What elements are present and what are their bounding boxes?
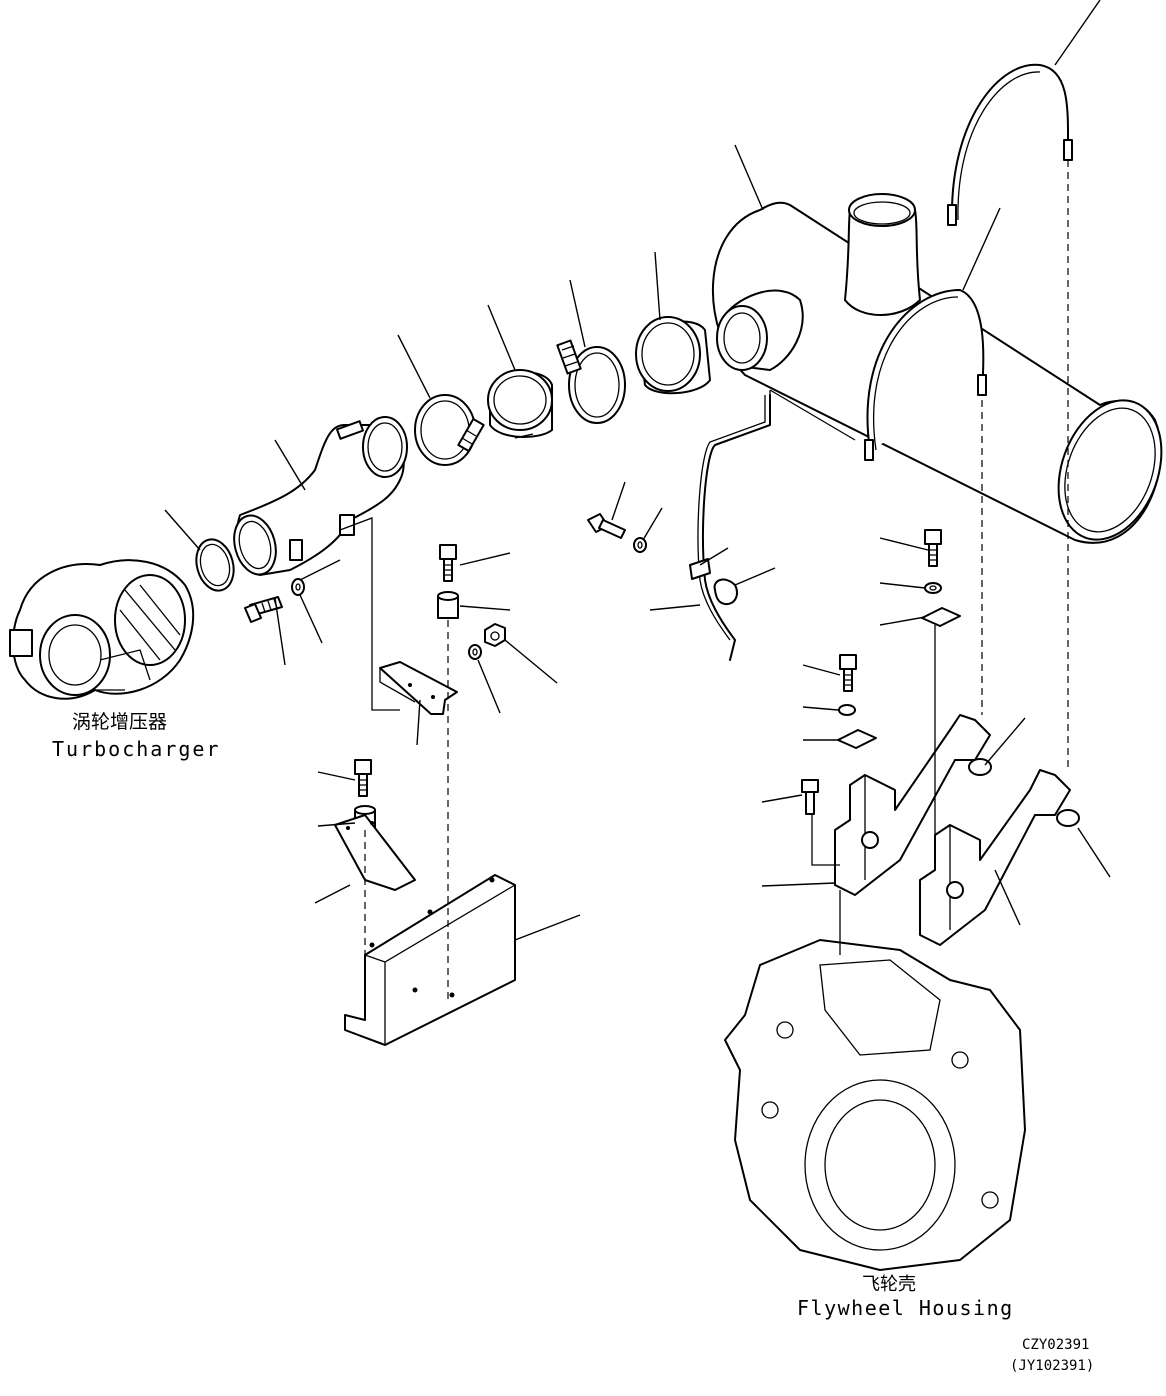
bolt: [244, 596, 283, 623]
spacer-collar: [437, 591, 459, 619]
turbocharger-label-zh: 涡轮增压器: [72, 711, 167, 733]
turbocharger-label-en: Turbocharger: [52, 737, 221, 761]
clip-bracket: [837, 729, 877, 749]
flange-nut: [968, 758, 992, 776]
leader-lines: [164, 0, 1111, 941]
washer: [291, 578, 305, 596]
drawing-code: CZY02391: [1022, 1337, 1089, 1353]
pipe-clip: [689, 558, 711, 580]
pipe-clamp: [414, 394, 485, 466]
flywheel-housing: [724, 939, 1026, 1271]
muffler-mount-bracket: [919, 769, 1071, 946]
drawing-reference: (JY102391): [1010, 1358, 1094, 1374]
flywheel-housing-label-zh: 飞轮壳: [862, 1274, 916, 1295]
rubber-bushing: [713, 578, 738, 606]
nut: [484, 623, 506, 647]
washer: [633, 537, 647, 553]
washer: [468, 644, 482, 660]
bolt: [801, 779, 819, 815]
bolt: [587, 513, 626, 539]
exhaust-elbow-pipe: [233, 416, 408, 576]
assembly-lines: [299, 160, 1069, 1010]
washer: [924, 582, 942, 594]
turbocharger: [9, 559, 195, 700]
clip-bracket: [921, 607, 961, 627]
mounting-plate: [379, 661, 458, 715]
heat-shield: [334, 814, 416, 891]
support-bracket: [344, 874, 516, 1046]
muffler-mount-bracket: [834, 714, 991, 896]
clamp: [556, 339, 626, 424]
flange-nut: [1056, 809, 1080, 827]
flywheel-housing-label-en: Flywheel Housing: [797, 1296, 1014, 1320]
bolt: [354, 759, 372, 797]
bolt: [924, 529, 942, 567]
gasket-ring: [195, 538, 235, 592]
muffler-strap: [864, 63, 1073, 461]
gasket-sleeve: [487, 369, 553, 439]
tail-pipe: [697, 394, 771, 661]
bellows-sleeve: [635, 316, 711, 395]
bolt: [839, 654, 857, 692]
bolt: [439, 544, 457, 582]
washer: [838, 704, 856, 716]
